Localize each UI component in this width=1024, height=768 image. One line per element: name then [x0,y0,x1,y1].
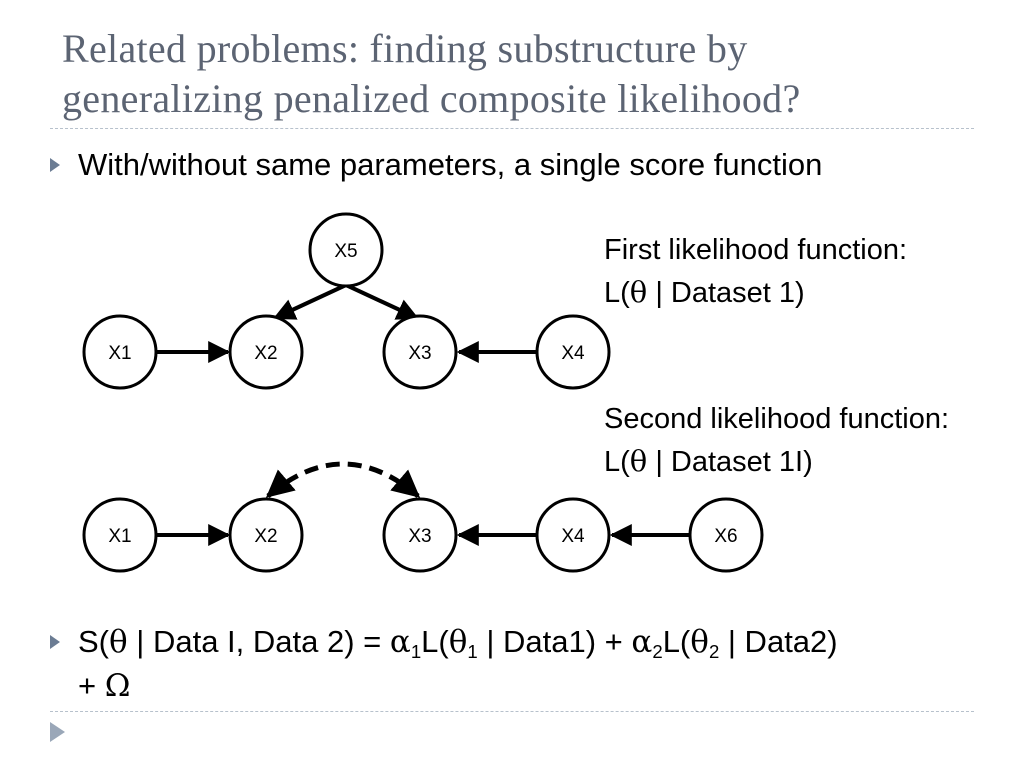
title-divider [50,128,974,129]
svg-text:X6: X6 [714,526,737,547]
first-likelihood-label: First likelihood function: [604,234,908,266]
node2-x2: X2 [228,497,304,573]
svg-text:X5: X5 [334,241,357,262]
edge-x5-x2 [273,283,347,320]
svg-text:X4: X4 [561,343,585,364]
bullet-text: With/without same parameters, a single s… [78,147,823,182]
bottom-divider [50,711,974,712]
node2-x6: X6 [688,497,764,573]
second-likelihood-label: Second likelihood function: [604,403,950,435]
second-likelihood-expr: L(θ | Dataset 1I) [604,444,813,478]
slide-title: Related problems: finding substructure b… [62,24,1002,124]
svg-text:X2: X2 [254,343,277,364]
node-x4: X4 [535,314,611,390]
node2-x1: X1 [82,497,158,573]
empty-bullet-triangle-icon [50,722,65,742]
svg-text:X3: X3 [408,343,431,364]
svg-text:X4: X4 [561,526,585,547]
equation-line-1: S(θ | Data I, Data 2) = α1L(θ1 | Data1) … [78,624,838,662]
node-x1: X1 [82,314,158,390]
node-x3: X3 [382,314,458,390]
node-x5: X5 [308,212,384,288]
bullet-triangle-icon [50,158,60,172]
graph2-edges [157,461,690,546]
svg-text:X1: X1 [108,526,131,547]
first-likelihood: First likelihood function: L(θ | Dataset… [604,229,907,314]
edge2-x2-x3-bidirected [265,461,421,498]
second-likelihood: Second likelihood function: L(θ | Datase… [604,398,949,483]
node2-x3: X3 [382,497,458,573]
node-x2: X2 [228,314,304,390]
title-line-1: Related problems: finding substructure b… [62,26,748,71]
svg-text:X2: X2 [254,526,277,547]
graph1-edges [157,283,536,363]
first-likelihood-expr: L(θ | Dataset 1) [604,275,805,309]
bullet-triangle-icon [50,635,60,649]
svg-text:X3: X3 [408,526,431,547]
svg-text:X1: X1 [108,343,131,364]
equation-line-2: + Ω [78,668,131,704]
edge-x5-x3 [345,283,419,320]
title-line-2: generalizing penalized composite likelih… [62,76,801,121]
node2-x4: X4 [535,497,611,573]
